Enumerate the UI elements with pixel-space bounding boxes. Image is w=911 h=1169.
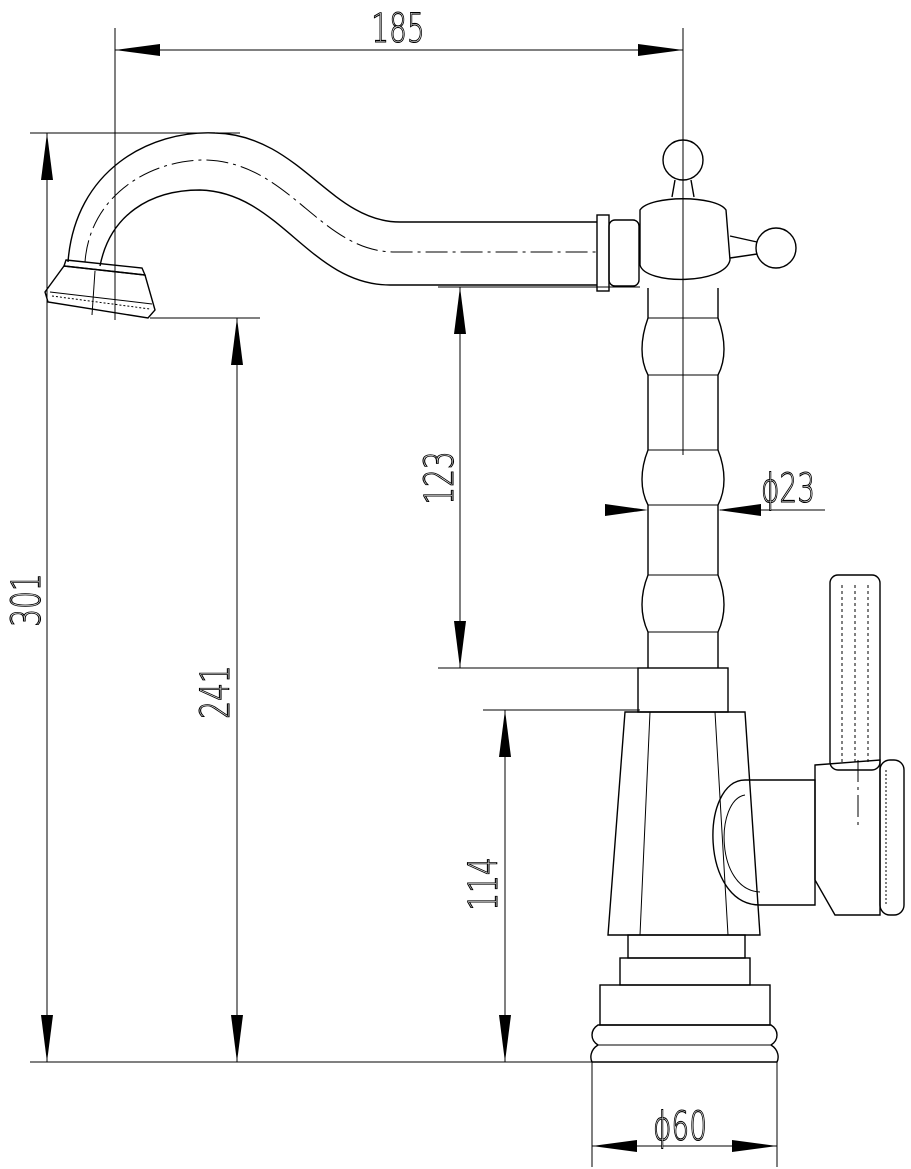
dimension-total-height: 301 xyxy=(4,132,240,1062)
dimension-spout-reach: 185 xyxy=(114,6,684,455)
label-241: 241 xyxy=(193,665,239,718)
label-114: 114 xyxy=(461,857,507,910)
dimension-column-diameter: ϕ23 xyxy=(605,466,825,516)
dimension-body-height: 114 xyxy=(461,709,640,1062)
dimension-outlet-height: 241 xyxy=(150,317,260,1062)
aerator xyxy=(44,259,156,319)
faucet-column xyxy=(637,288,729,713)
faucet-base xyxy=(590,934,779,1063)
faucet-head xyxy=(596,139,797,292)
dimension-base-diameter: ϕ60 xyxy=(591,1062,778,1167)
faucet-handle xyxy=(814,574,905,916)
dimension-column-height: 123 xyxy=(417,286,640,669)
faucet-body xyxy=(607,711,816,936)
label-301: 301 xyxy=(4,573,50,626)
label-123: 123 xyxy=(417,451,463,504)
label-d23: ϕ23 xyxy=(761,466,815,512)
label-185: 185 xyxy=(371,6,424,52)
label-d60: ϕ60 xyxy=(653,1104,707,1150)
faucet-spout xyxy=(44,132,597,319)
